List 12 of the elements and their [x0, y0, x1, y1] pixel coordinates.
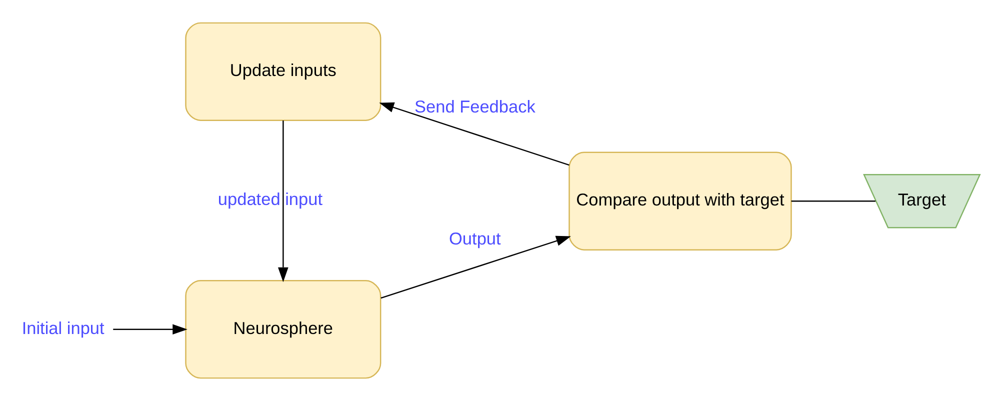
node-text: Initial input — [22, 317, 104, 338]
edge-label: Output — [449, 228, 501, 248]
arrow — [113, 324, 188, 334]
node-box: Compare output with target — [568, 151, 792, 250]
edge-label: Send Feedback — [414, 96, 536, 116]
edge-label: updated input — [218, 188, 323, 209]
node-box: Neurosphere — [185, 280, 382, 378]
node-box: Update inputs — [185, 22, 382, 120]
arrow — [379, 102, 570, 166]
connector — [791, 200, 876, 202]
arrow — [380, 235, 571, 298]
arrow — [278, 120, 288, 282]
